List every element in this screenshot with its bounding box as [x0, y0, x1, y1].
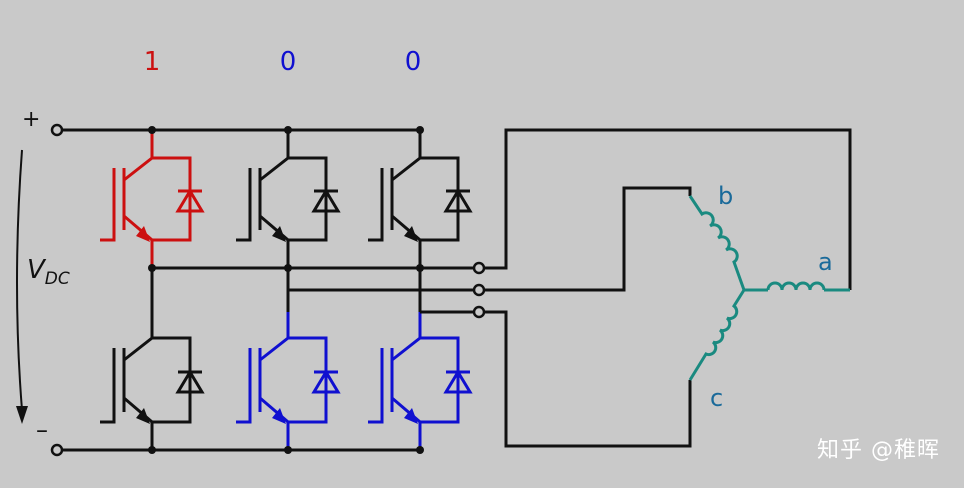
inverter-legs	[100, 126, 473, 454]
wire-motor-c	[484, 310, 692, 448]
output-wiring	[152, 128, 852, 448]
lower-switch-3-collector-lead	[391, 310, 422, 362]
winding-b	[688, 195, 746, 291]
upper-switch-3-gate	[368, 168, 384, 242]
leg-1-node-2	[148, 446, 156, 454]
lower-switch-3-diode-wire	[420, 336, 460, 424]
upper-switch-3-emitter-arrow	[404, 226, 418, 242]
leg-3	[368, 126, 473, 454]
wire-motor-b	[484, 186, 692, 292]
upper-switch-1-collector-lead	[123, 130, 154, 182]
vdc-arrow	[16, 149, 23, 411]
output-terminal-c	[472, 305, 486, 319]
lower-switch-1-collector-lead	[123, 310, 154, 362]
lower-switch-3-emitter-arrow	[404, 408, 418, 424]
upper-switch-1-emitter-arrow	[136, 226, 150, 242]
lower-switch-3-diode-icon	[443, 369, 473, 394]
upper-switch-3-diode-icon	[443, 188, 473, 213]
lower-switch-1-diode-icon	[175, 369, 205, 394]
vdc-label: VDC	[27, 255, 70, 289]
minus-sign: –	[36, 416, 48, 444]
lower-switch-2-emitter-lead	[259, 396, 290, 450]
output-terminal-a	[472, 261, 486, 275]
plus-sign: +	[22, 107, 40, 132]
state-leg-2: 0	[280, 47, 297, 77]
wire-motor-a	[484, 128, 852, 290]
vdc-v: V	[27, 255, 47, 285]
negative-terminal	[50, 443, 64, 457]
upper-switch-1-emitter-lead	[123, 214, 154, 268]
lower-switch-2-diode-wire	[288, 336, 328, 424]
winding-c	[688, 289, 746, 381]
upper-switch-2-diode-icon	[311, 188, 341, 213]
leg-2-node-2	[284, 446, 292, 454]
leg-3-node-0	[416, 126, 424, 134]
upper-switch-1-gate	[100, 168, 116, 242]
upper-switch-1-diode-icon	[175, 188, 205, 213]
upper-switch-2-emitter-arrow	[272, 226, 286, 242]
lower-switch-1-diode-wire	[152, 336, 192, 424]
lower-switch-2-collector-lead	[259, 310, 290, 362]
lower-switch-2-gate	[236, 348, 252, 424]
state-leg-3: 0	[405, 47, 422, 77]
upper-switch-2-emitter-lead	[259, 214, 290, 268]
phase-label-a: a	[818, 248, 833, 276]
vdc-arrow-head	[16, 406, 28, 424]
winding-a-coil	[766, 281, 826, 291]
motor-windings	[688, 195, 850, 381]
leg-3-node-2	[416, 446, 424, 454]
phase-label-c: c	[710, 384, 723, 412]
watermark: 知乎 @稚晖	[817, 438, 940, 463]
leg-2-node-0	[284, 126, 292, 134]
lower-switch-1-gate	[100, 348, 116, 424]
upper-switch-3-emitter-lead	[391, 214, 422, 268]
phase-label-b: b	[718, 182, 733, 210]
upper-switch-2-collector-lead	[259, 130, 290, 182]
lower-switch-1-emitter-lead	[123, 396, 154, 450]
upper-switch-3-collector-lead	[391, 130, 422, 182]
upper-switch-2-diode-wire	[288, 156, 328, 242]
lower-switch-3-emitter-lead	[391, 396, 422, 450]
positive-terminal	[50, 123, 64, 137]
dc-bus	[57, 128, 420, 452]
state-leg-1: 1	[144, 47, 161, 77]
output-terminal-b	[472, 283, 486, 297]
lower-switch-1-emitter-arrow	[136, 408, 150, 424]
lower-switch-2-emitter-arrow	[272, 408, 286, 424]
lower-switch-2-diode-icon	[311, 369, 341, 394]
upper-switch-3-diode-wire	[420, 156, 460, 242]
upper-switch-2-gate	[236, 168, 252, 242]
lower-switch-3-gate	[368, 348, 384, 424]
upper-switch-1-diode-wire	[152, 156, 192, 242]
leg-1	[100, 126, 205, 454]
leg-1-node-0	[148, 126, 156, 134]
vdc-sub: DC	[45, 269, 70, 289]
